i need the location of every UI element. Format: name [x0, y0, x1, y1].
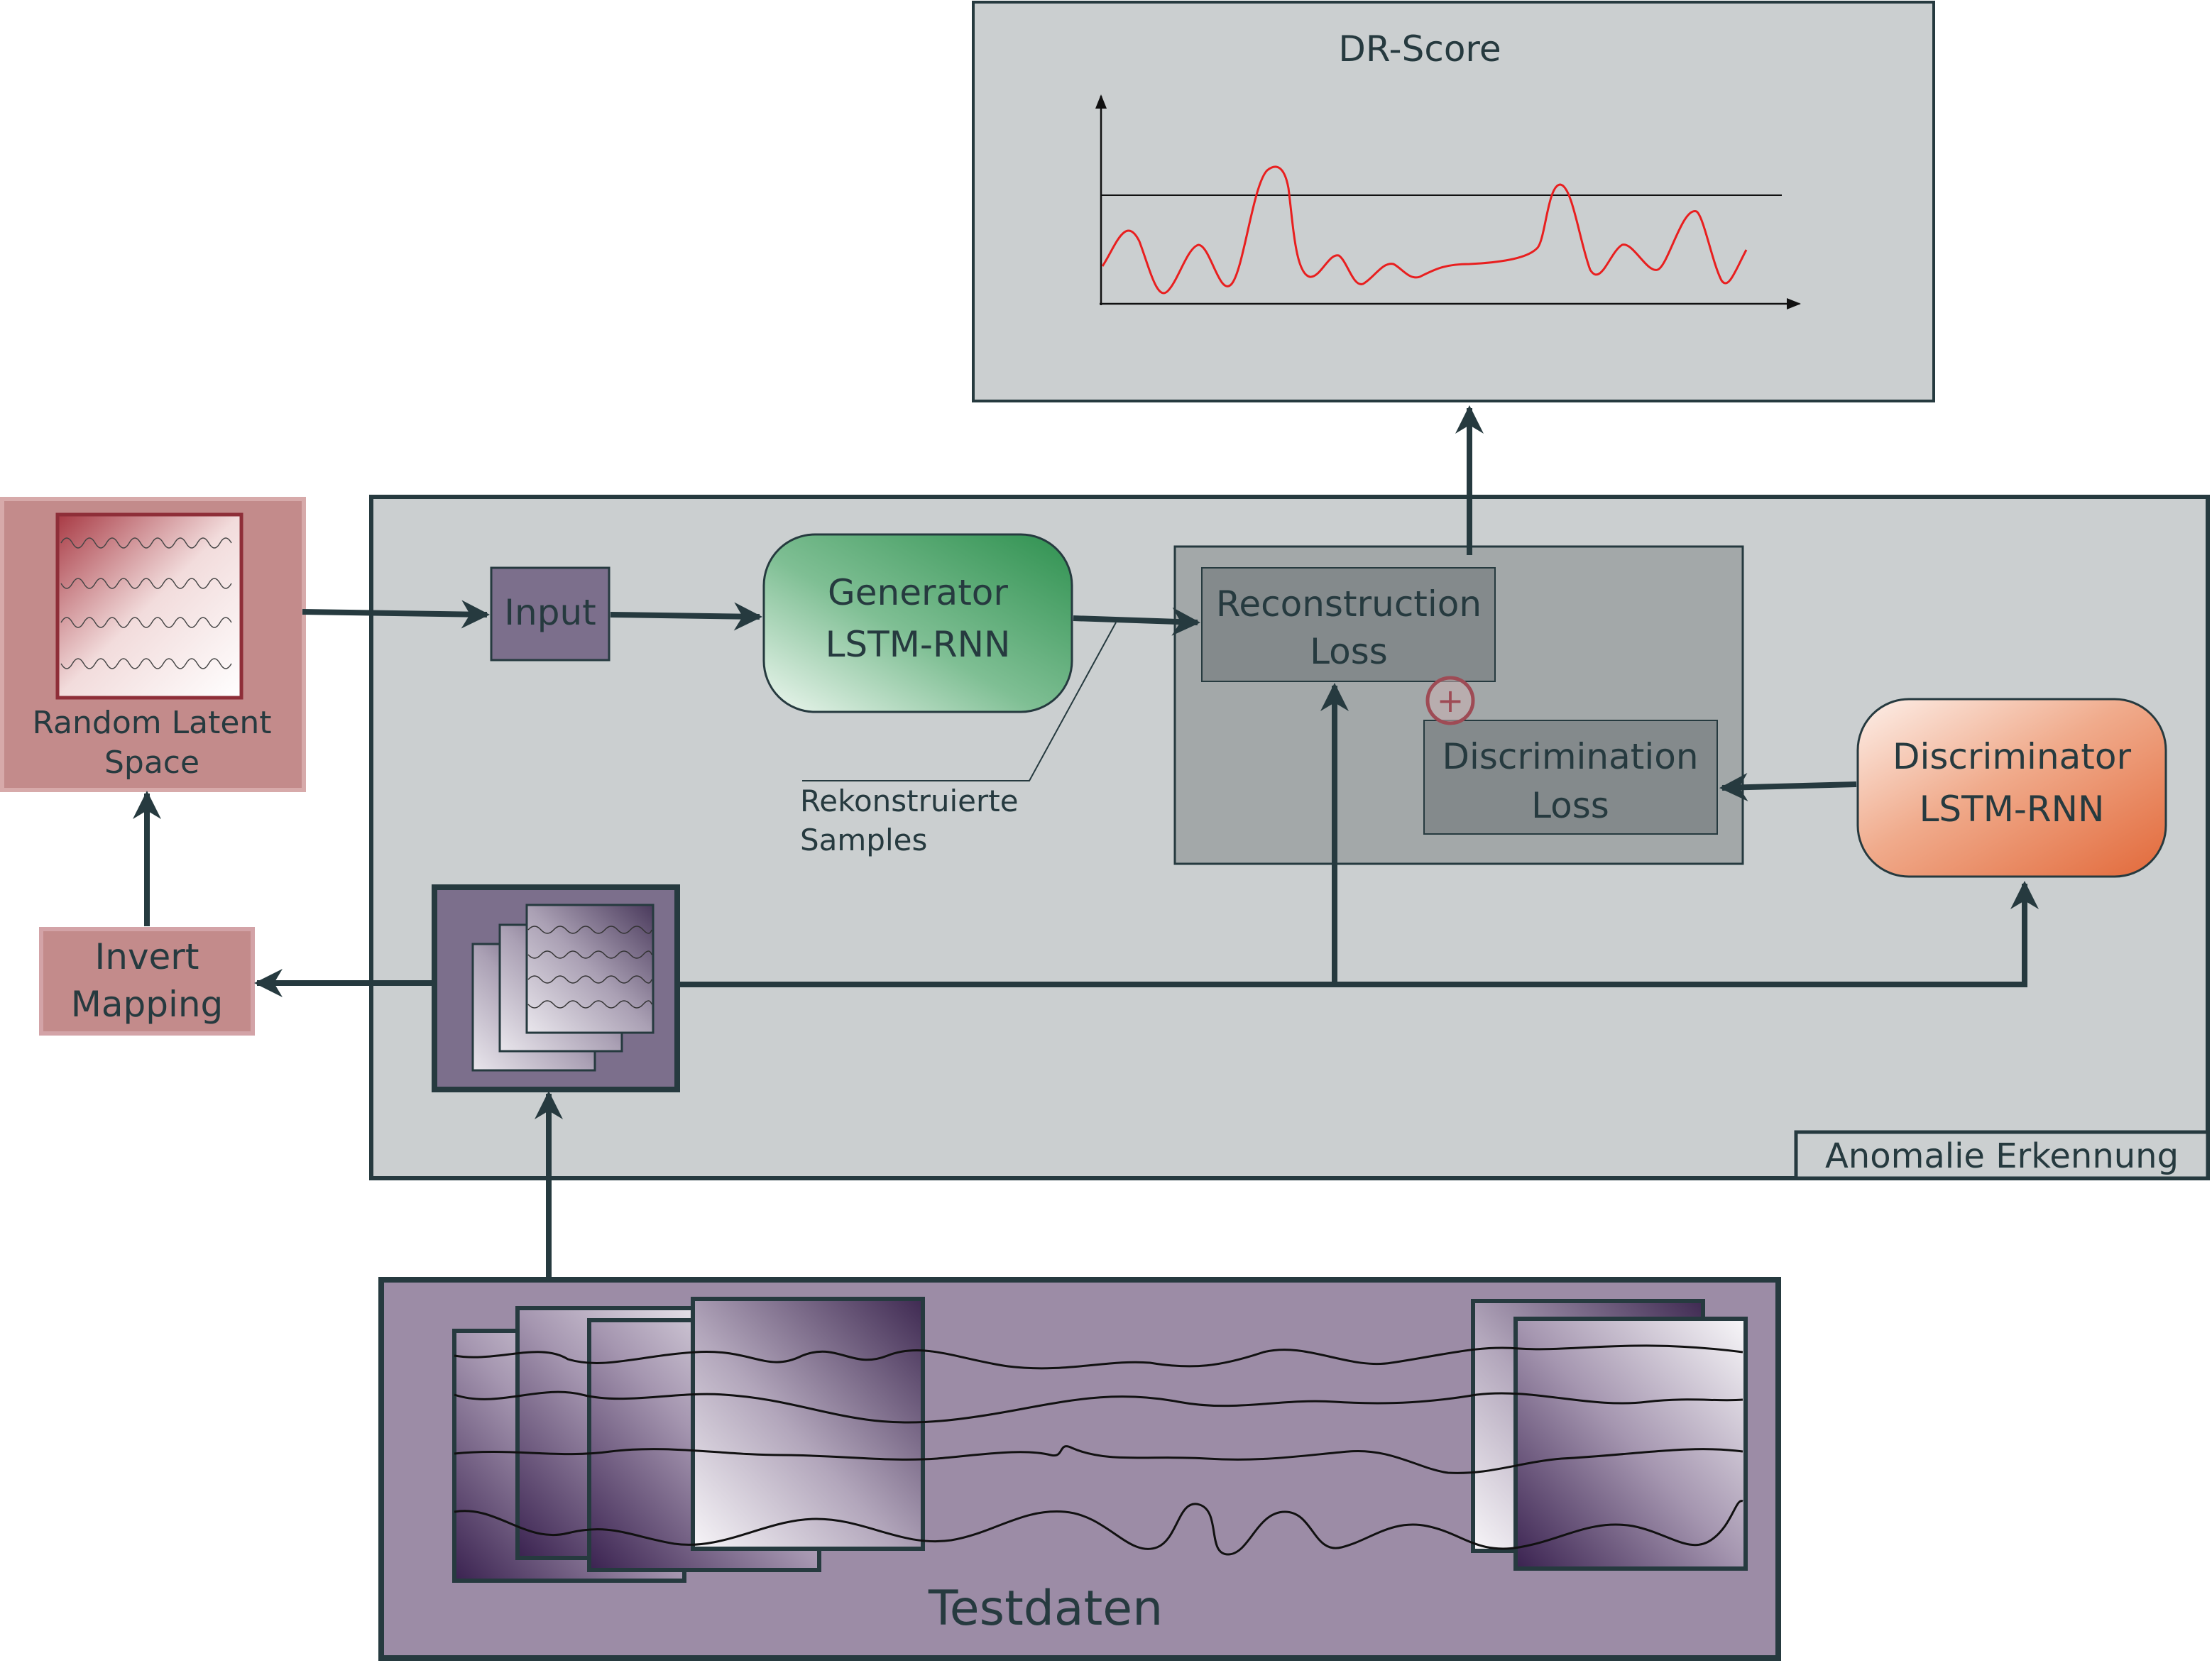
latent-signals-image	[55, 512, 243, 700]
generator-label-2: LSTM-RNN	[826, 624, 1011, 665]
plus-operator: +	[1425, 676, 1475, 725]
anomaly-detection-panel: Anomalie Erkennung Reconstruction Loss D…	[369, 495, 2210, 1180]
discriminator-label-1: Discriminator	[1893, 736, 2132, 777]
latent-space-label-1: Random Latent	[32, 705, 271, 741]
discrimination-loss-label-2: Loss	[1531, 785, 1609, 826]
testdata-label: Testdaten	[928, 1581, 1163, 1637]
arrow-generator-to-reconstruction	[1073, 607, 1200, 636]
discriminator-label-2: LSTM-RNN	[1920, 789, 2105, 830]
generator-box	[762, 533, 1073, 713]
reconstruction-loss-label-1: Reconstruction	[1216, 583, 1482, 625]
invert-mapping-label-1: Invert	[95, 936, 199, 977]
arrow-latent-to-input	[302, 600, 490, 629]
dr-score-panel: DR-Score	[972, 1, 1935, 402]
invert-mapping-label-2: Mapping	[71, 984, 224, 1025]
latent-space-label-2: Space	[104, 745, 199, 781]
random-latent-space: Random Latent Space	[0, 497, 306, 792]
invert-mapping: Invert Mapping	[39, 927, 255, 1036]
score-plot	[1095, 94, 1801, 309]
generator-label-1: Generator	[828, 572, 1008, 613]
input-label: Input	[504, 592, 596, 633]
arrow-input-to-generator	[610, 602, 762, 631]
line-stack-to-discriminator	[679, 881, 2039, 987]
discrimination-loss-box	[1423, 720, 1718, 835]
anomaly-panel-title: Anomalie Erkennung	[1825, 1136, 2179, 1176]
dr-score-title: DR-Score	[1338, 28, 1501, 70]
discrimination-loss-label-1: Discrimination	[1442, 736, 1698, 777]
samples-label-1: Rekonstruierte	[800, 784, 1019, 818]
plus-symbol: +	[1437, 681, 1464, 720]
reconstructed-samples-annotation: Rekonstruierte Samples	[800, 622, 1117, 857]
connections	[133, 405, 2039, 1277]
arrow-discriminator-to-discrimination-loss	[1719, 773, 1857, 802]
reconstruction-loss-label-2: Loss	[1310, 631, 1388, 672]
anomaly-panel-title-box	[1794, 1130, 2210, 1180]
discriminator-box	[1856, 698, 2167, 878]
samples-label-2: Samples	[800, 823, 927, 857]
testdata-panel: Testdaten	[378, 1277, 1781, 1661]
reconstruction-loss-box	[1201, 567, 1496, 682]
input-box	[490, 566, 611, 662]
sample-stack	[432, 884, 680, 1092]
score-curve	[1101, 165, 1748, 295]
